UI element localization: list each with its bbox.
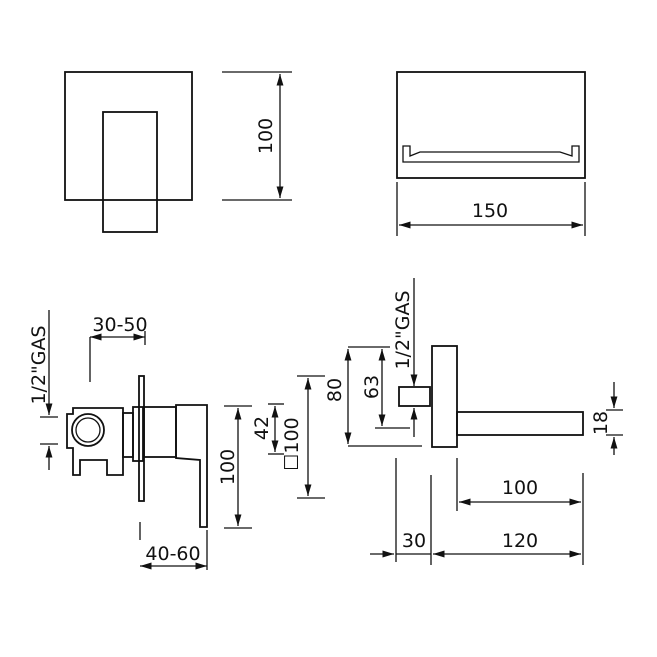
- dim-label-handle-height: 100: [217, 449, 239, 485]
- dim-spout-height: 18: [590, 382, 623, 455]
- dim-gas-left: 1/2"GAS: [28, 310, 58, 470]
- dim-80-left: 80: [297, 375, 346, 499]
- dim-label-80: 80: [324, 378, 346, 402]
- dim-handle-projection: 40-60: [139, 522, 208, 570]
- dim-label-120: 120: [502, 530, 538, 552]
- dim-label-plate-square: ☐100: [281, 417, 303, 470]
- dim-offset-42: 42 ☐100: [251, 403, 303, 471]
- front-view: [64, 71, 193, 233]
- dim-label-wall-depth: 30-50: [92, 314, 147, 336]
- dim-label-handle-projection: 40-60: [145, 543, 200, 565]
- dim-overall: 30 120: [370, 458, 581, 565]
- dim-63: 63: [361, 349, 410, 429]
- dim-label-100-spout: 100: [502, 477, 538, 499]
- dim-label-18: 18: [590, 411, 612, 435]
- side-view-spout: [398, 345, 584, 448]
- dim-label-top-width: 150: [472, 200, 508, 222]
- dim-front-height: 100: [222, 71, 292, 201]
- side-view-valve: [66, 375, 208, 528]
- dim-label-63: 63: [361, 375, 383, 399]
- dim-gas-right: 1/2"GAS: [392, 278, 418, 437]
- dim-label-42: 42: [251, 416, 273, 440]
- dim-label-front-height: 100: [255, 118, 277, 154]
- dim-label-30: 30: [402, 530, 426, 552]
- dim-80-right: [344, 346, 422, 447]
- dim-label-gas-right: 1/2"GAS: [392, 290, 414, 369]
- dim-spout-length: 100: [456, 458, 584, 565]
- dim-handle-height: 100: [217, 405, 252, 529]
- top-view: [396, 71, 586, 179]
- dim-label-gas-left: 1/2"GAS: [28, 325, 50, 404]
- dim-top-width: 150: [396, 182, 586, 236]
- dim-wall-depth: 30-50: [89, 314, 148, 382]
